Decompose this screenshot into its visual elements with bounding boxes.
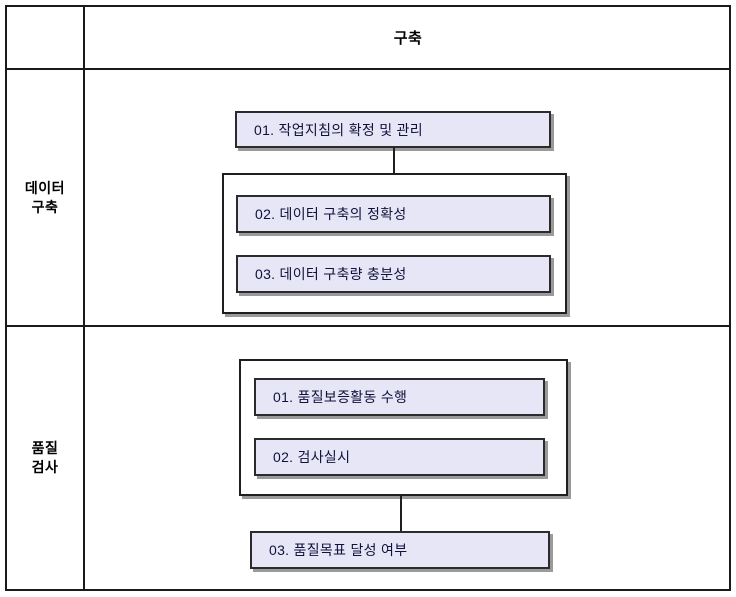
process-node-s2-02[interactable]: 02. 검사실시 — [254, 438, 545, 476]
row-label-quality-inspection: 품질 검사 — [7, 327, 83, 589]
process-group-quality-inspection — [239, 359, 568, 496]
process-node-label: 01. 품질보증활동 수행 — [273, 389, 408, 405]
process-node-label: 02. 데이터 구축의 정확성 — [255, 206, 407, 222]
table-column-divider — [83, 7, 85, 589]
process-node-s1-03[interactable]: 03. 데이터 구축량 충분성 — [236, 255, 551, 293]
process-node-label: 02. 검사실시 — [273, 449, 351, 465]
row-label-line1: 품질 — [31, 440, 59, 457]
row-label-line2: 구축 — [31, 198, 59, 215]
process-node-s2-03[interactable]: 03. 품질목표 달성 여부 — [250, 531, 550, 569]
process-node-label: 01. 작업지침의 확정 및 관리 — [254, 121, 423, 138]
table-row-divider-header — [7, 68, 729, 70]
row-label-line1: 데이터 — [24, 179, 66, 196]
row-label-data-construction: 데이터 구축 — [7, 70, 83, 325]
connector-s1-01-to-group — [393, 148, 395, 174]
table-row-divider-middle — [7, 325, 729, 327]
process-node-label: 03. 데이터 구축량 충분성 — [255, 266, 407, 282]
connector-group-to-s2-03 — [400, 496, 402, 531]
process-node-label: 03. 품질목표 달성 여부 — [269, 542, 408, 558]
process-group-data-construction — [222, 173, 567, 314]
process-node-s1-02[interactable]: 02. 데이터 구축의 정확성 — [236, 195, 551, 233]
row-label-line2: 검사 — [31, 459, 59, 475]
header-title: 구축 — [393, 30, 423, 47]
process-node-s2-01[interactable]: 01. 품질보증활동 수행 — [254, 378, 545, 416]
process-table: 구축 데이터 구축 품질 검사 01. 작업지침의 확정 및 관리 02. 데이… — [5, 5, 731, 591]
process-node-s1-01[interactable]: 01. 작업지침의 확정 및 관리 — [235, 111, 551, 148]
